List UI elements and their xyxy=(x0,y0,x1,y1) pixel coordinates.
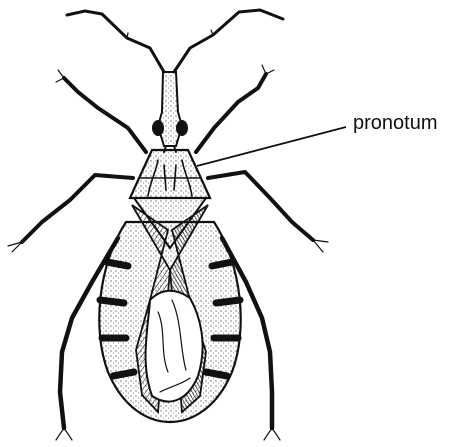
pronotum-leader-line xyxy=(197,127,346,166)
pronotum-label: pronotum xyxy=(353,113,438,133)
head xyxy=(152,72,188,152)
pronotum-shape xyxy=(130,150,210,198)
antennae xyxy=(67,10,283,72)
